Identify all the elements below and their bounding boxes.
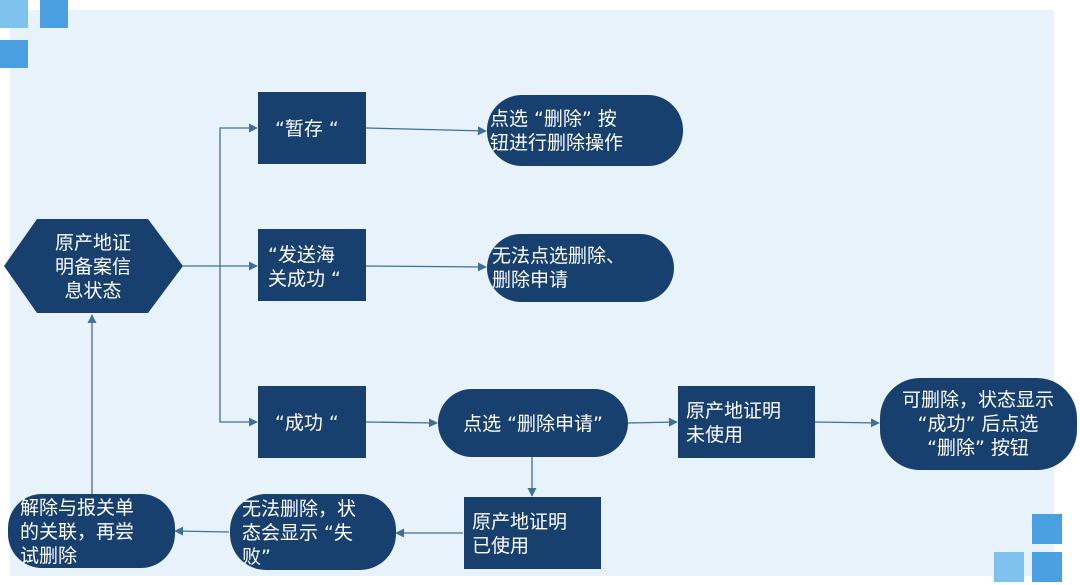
node-delete-request-text: 点选 “删除申请” [463, 413, 603, 435]
node-label-line: “暂存 “ [275, 118, 339, 140]
edge-fail-status-to-unlink [174, 526, 230, 536]
node-delete-btn [487, 95, 683, 166]
node-fail-status-text: 无法删除，状态会显示 “失败” [242, 498, 356, 568]
node-label-line: 无法删除，状 [242, 498, 356, 520]
node-label-line: 可删除，状态显示 [902, 389, 1054, 411]
node-label-line: “成功” 后点选 [918, 413, 1039, 435]
node-used-text: 原产地证明已使用 [472, 511, 567, 557]
node-label-line: 点选 “删除” 按 [490, 108, 617, 130]
node-label-line: “发送海 [268, 244, 335, 266]
node-delete-btn-text: 点选 “删除” 按钮进行删除操作 [490, 108, 623, 154]
node-label-line: “成功 “ [275, 412, 339, 434]
node-label-line: 点选 “删除申请” [463, 413, 603, 435]
node-label-line: 钮进行删除操作 [490, 132, 623, 154]
node-label-line: 的关联，再尝 [20, 521, 134, 543]
node-draft [258, 92, 366, 164]
node-can-delete-text: 可删除，状态显示“成功” 后点选“删除” 按钮 [902, 389, 1054, 459]
node-sent-text: “发送海关成功 “ [268, 244, 341, 290]
node-label-line: 原产地证明 [686, 400, 781, 422]
node-label-line: 息状态 [64, 280, 121, 302]
node-label-line: 试删除 [20, 545, 77, 567]
node-unused-text: 原产地证明未使用 [686, 400, 781, 446]
node-label-line: 已使用 [472, 535, 529, 557]
edge-delete-request-to-unused [627, 417, 678, 427]
node-cannot-delete-text: 无法点选删除、删除申请 [492, 245, 625, 291]
node-label-line: 未使用 [686, 424, 743, 446]
decor-square [0, 40, 28, 68]
node-label-line: 无法点选删除、 [492, 245, 625, 267]
node-success [258, 386, 366, 458]
node-draft-text: “暂存 “ [275, 118, 339, 140]
decor-square [0, 0, 28, 28]
decor-square [994, 552, 1024, 582]
node-unused [678, 386, 815, 458]
node-success-text: “成功 “ [275, 412, 339, 434]
node-label-line: “删除” 按钮 [927, 437, 1029, 459]
node-unlink-text: 解除与报关单的关联，再尝试删除 [20, 497, 134, 567]
decor-square [1032, 552, 1062, 582]
edge-draft-to-delete-btn [365, 126, 487, 136]
node-start-hexagon [4, 219, 183, 313]
edge-sent-to-cannot-delete [365, 262, 487, 272]
node-fail-status [230, 494, 396, 570]
node-label-line: 原产地证 [55, 232, 131, 254]
node-label-line: 败” [242, 546, 271, 568]
node-label-line: 解除与报关单 [20, 497, 134, 519]
edge-success-to-delete-request [365, 418, 438, 428]
edge-to-draft [219, 123, 258, 266]
node-label-line: 原产地证明 [472, 511, 567, 533]
decor-square [40, 0, 68, 28]
node-can-delete [880, 378, 1077, 470]
node-sent [258, 229, 366, 301]
edge-to-success [219, 266, 258, 427]
node-label-line: 关成功 “ [268, 268, 341, 290]
node-label-line: 明备案信 [55, 256, 131, 278]
edge-unused-to-can-delete [814, 418, 880, 428]
decor-square [1032, 514, 1062, 544]
node-cannot-delete [487, 234, 674, 302]
node-label-line: 删除申请 [492, 269, 568, 291]
node-unlink [8, 494, 175, 568]
node-used [464, 497, 601, 569]
node-start-text: 原产地证明备案信息状态 [55, 232, 131, 302]
node-delete-request [438, 389, 628, 457]
node-label-line: 态会显示 “失 [242, 522, 353, 544]
